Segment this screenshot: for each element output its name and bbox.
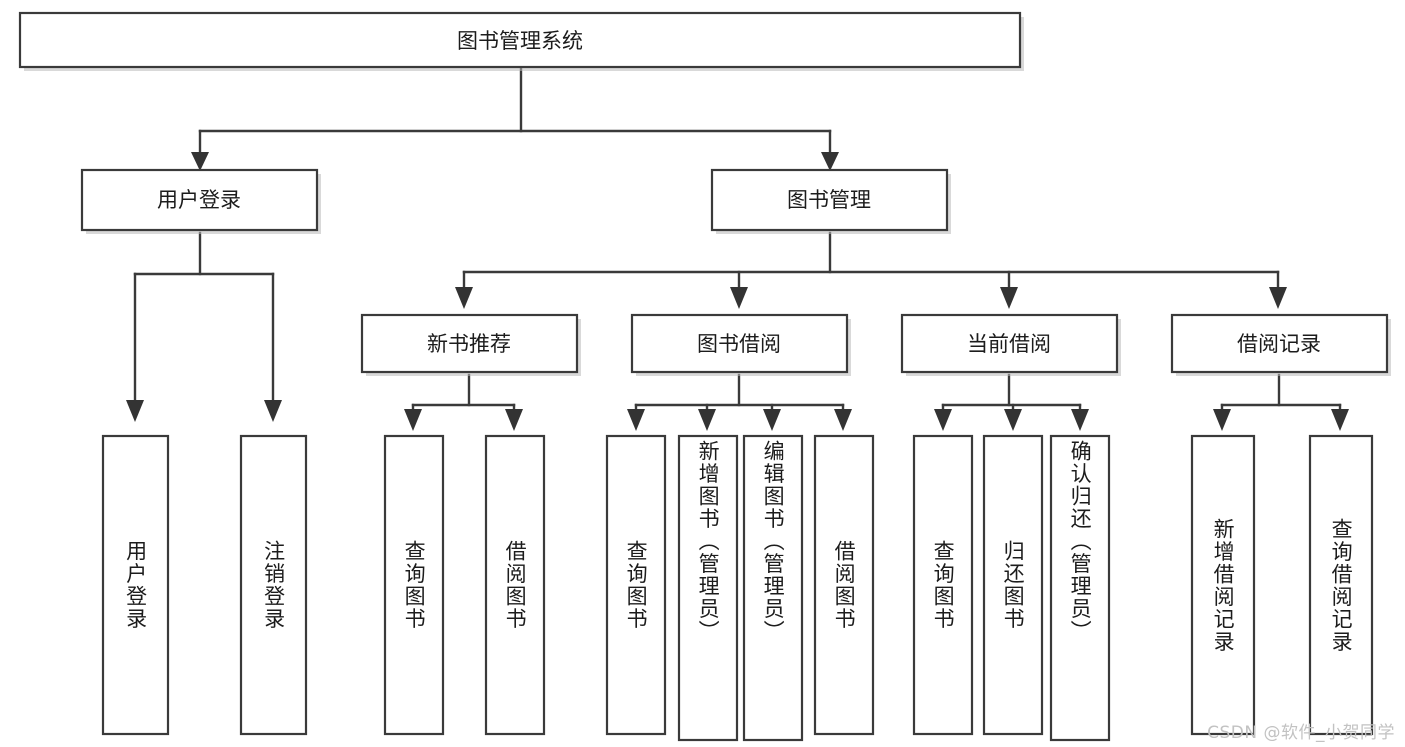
leaf-query-book-3-box[interactable] bbox=[912, 434, 974, 736]
leaf-confirm-return-box[interactable] bbox=[1049, 434, 1111, 742]
arrow-head-leaf-edit-book bbox=[763, 409, 781, 431]
leaf-edit-book-box[interactable] bbox=[742, 434, 804, 742]
arrow-head-leaf-query-book-3 bbox=[934, 409, 952, 431]
arrow-head-leaf-user-login bbox=[126, 400, 144, 422]
leaf-add-record-box[interactable] bbox=[1190, 434, 1256, 736]
root-node-box[interactable] bbox=[18, 11, 1022, 69]
arrow-head-leaf-return-book bbox=[1004, 409, 1022, 431]
arrow-head-leaf-add-record bbox=[1213, 409, 1231, 431]
arrow-head-book-borrow bbox=[730, 287, 748, 309]
leaf-borrow-book-2-box[interactable] bbox=[813, 434, 875, 736]
arrow-head-leaf-borrow-book-2 bbox=[834, 409, 852, 431]
book-manage-node-box[interactable] bbox=[710, 168, 949, 232]
book-manage-node-label: 图书管理 bbox=[787, 188, 871, 212]
book-borrow-node-label: 图书借阅 bbox=[697, 332, 781, 356]
borrow-record-node-box[interactable] bbox=[1170, 313, 1389, 374]
arrow-head-leaf-query-record bbox=[1331, 409, 1349, 431]
arrow-head-current-borrow bbox=[1000, 287, 1018, 309]
leaf-query-record-box[interactable] bbox=[1308, 434, 1374, 736]
arrow-head-leaf-query-book-2 bbox=[627, 409, 645, 431]
leaf-query-book-1-box[interactable] bbox=[383, 434, 445, 736]
leaf-return-book-box[interactable] bbox=[982, 434, 1044, 736]
arrow-head-leaf-confirm-return bbox=[1071, 409, 1089, 431]
arrow-head-new-book-recommend bbox=[455, 287, 473, 309]
user-login-node-label: 用户登录 bbox=[157, 188, 241, 212]
arrow-head-leaf-borrow-book-1 bbox=[505, 409, 523, 431]
arrow-head-user-login bbox=[191, 152, 209, 171]
arrow-head-borrow-record bbox=[1269, 287, 1287, 309]
arrow-head-leaf-add-book bbox=[698, 409, 716, 431]
leaf-query-book-2-box[interactable] bbox=[605, 434, 667, 736]
leaf-borrow-book-1-box[interactable] bbox=[484, 434, 546, 736]
borrow-record-node-label: 借阅记录 bbox=[1237, 332, 1321, 356]
arrow-head-leaf-query-book-1 bbox=[404, 409, 422, 431]
leaf-add-book-box[interactable] bbox=[677, 434, 739, 742]
new-book-recommend-node-box[interactable] bbox=[360, 313, 579, 374]
arrow-head-book-manage bbox=[821, 152, 839, 171]
node-group: 图书管理系统 用户登录 图书管理 新书推荐 图书借阅 当前借阅 借阅记录 bbox=[18, 11, 1391, 742]
user-login-node-box[interactable] bbox=[80, 168, 319, 232]
root-node-label: 图书管理系统 bbox=[457, 29, 583, 53]
csdn-watermark: CSDN @软件_小贺同学 bbox=[1207, 723, 1395, 743]
leaf-user-login-box[interactable] bbox=[101, 434, 170, 736]
arrow-head-leaf-user-logout bbox=[264, 400, 282, 422]
current-borrow-node-label: 当前借阅 bbox=[967, 332, 1051, 356]
book-borrow-node-box[interactable] bbox=[630, 313, 849, 374]
connector-group bbox=[126, 67, 1349, 431]
current-borrow-node-box[interactable] bbox=[900, 313, 1119, 374]
leaf-user-logout-box[interactable] bbox=[239, 434, 308, 736]
new-book-recommend-node-label: 新书推荐 bbox=[427, 332, 511, 356]
